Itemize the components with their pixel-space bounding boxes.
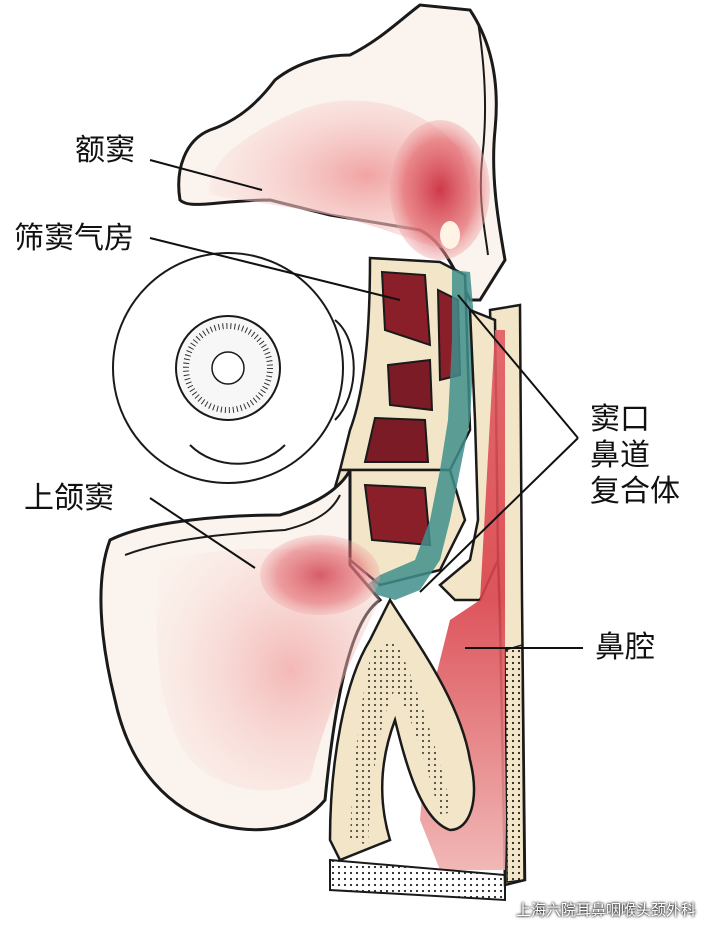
leader-maxillary-sinus: [149, 497, 256, 569]
frontal-recess-highlight: [440, 221, 460, 249]
leader-ethmoid-cells: [149, 237, 401, 301]
wechat-icon: [491, 903, 512, 917]
maxillary-ostium-red: [260, 535, 380, 615]
lower-ethmoid-cell: [363, 483, 432, 547]
label-nasal-cavity: 鼻腔: [589, 628, 661, 668]
leader-frontal-sinus: [149, 159, 263, 191]
label-ostiomeatal-complex: 窦口 鼻道 复合体: [584, 400, 696, 512]
leader-omc-upper: [457, 294, 579, 439]
frontal-recess-red: [390, 120, 490, 260]
label-maxillary-sinus: 上颌窦: [18, 479, 120, 519]
inferior-turbinate-bone: [350, 640, 452, 845]
eyeball: [112, 252, 355, 484]
label-omc-line-3: 复合体: [590, 474, 680, 509]
palate-floor: [329, 858, 506, 902]
ostiomeatal-channel: [360, 270, 475, 600]
label-omc-line-1: 窦口: [590, 402, 650, 437]
label-ethmoid-cells: 筛窦气房: [8, 219, 140, 259]
leader-omc-lower: [419, 437, 579, 593]
watermark-text: 上海六院耳鼻咽喉头颈外科: [515, 901, 696, 919]
label-omc-line-2: 鼻道: [590, 438, 650, 473]
maxillary-sinus-inner-wall: [124, 494, 341, 556]
nasal-septum-bone: [504, 644, 525, 883]
watermark: 上海六院耳鼻咽喉头颈外科: [491, 899, 696, 920]
label-frontal-sinus: 额窦: [69, 131, 141, 171]
leader-lines: [149, 159, 583, 649]
